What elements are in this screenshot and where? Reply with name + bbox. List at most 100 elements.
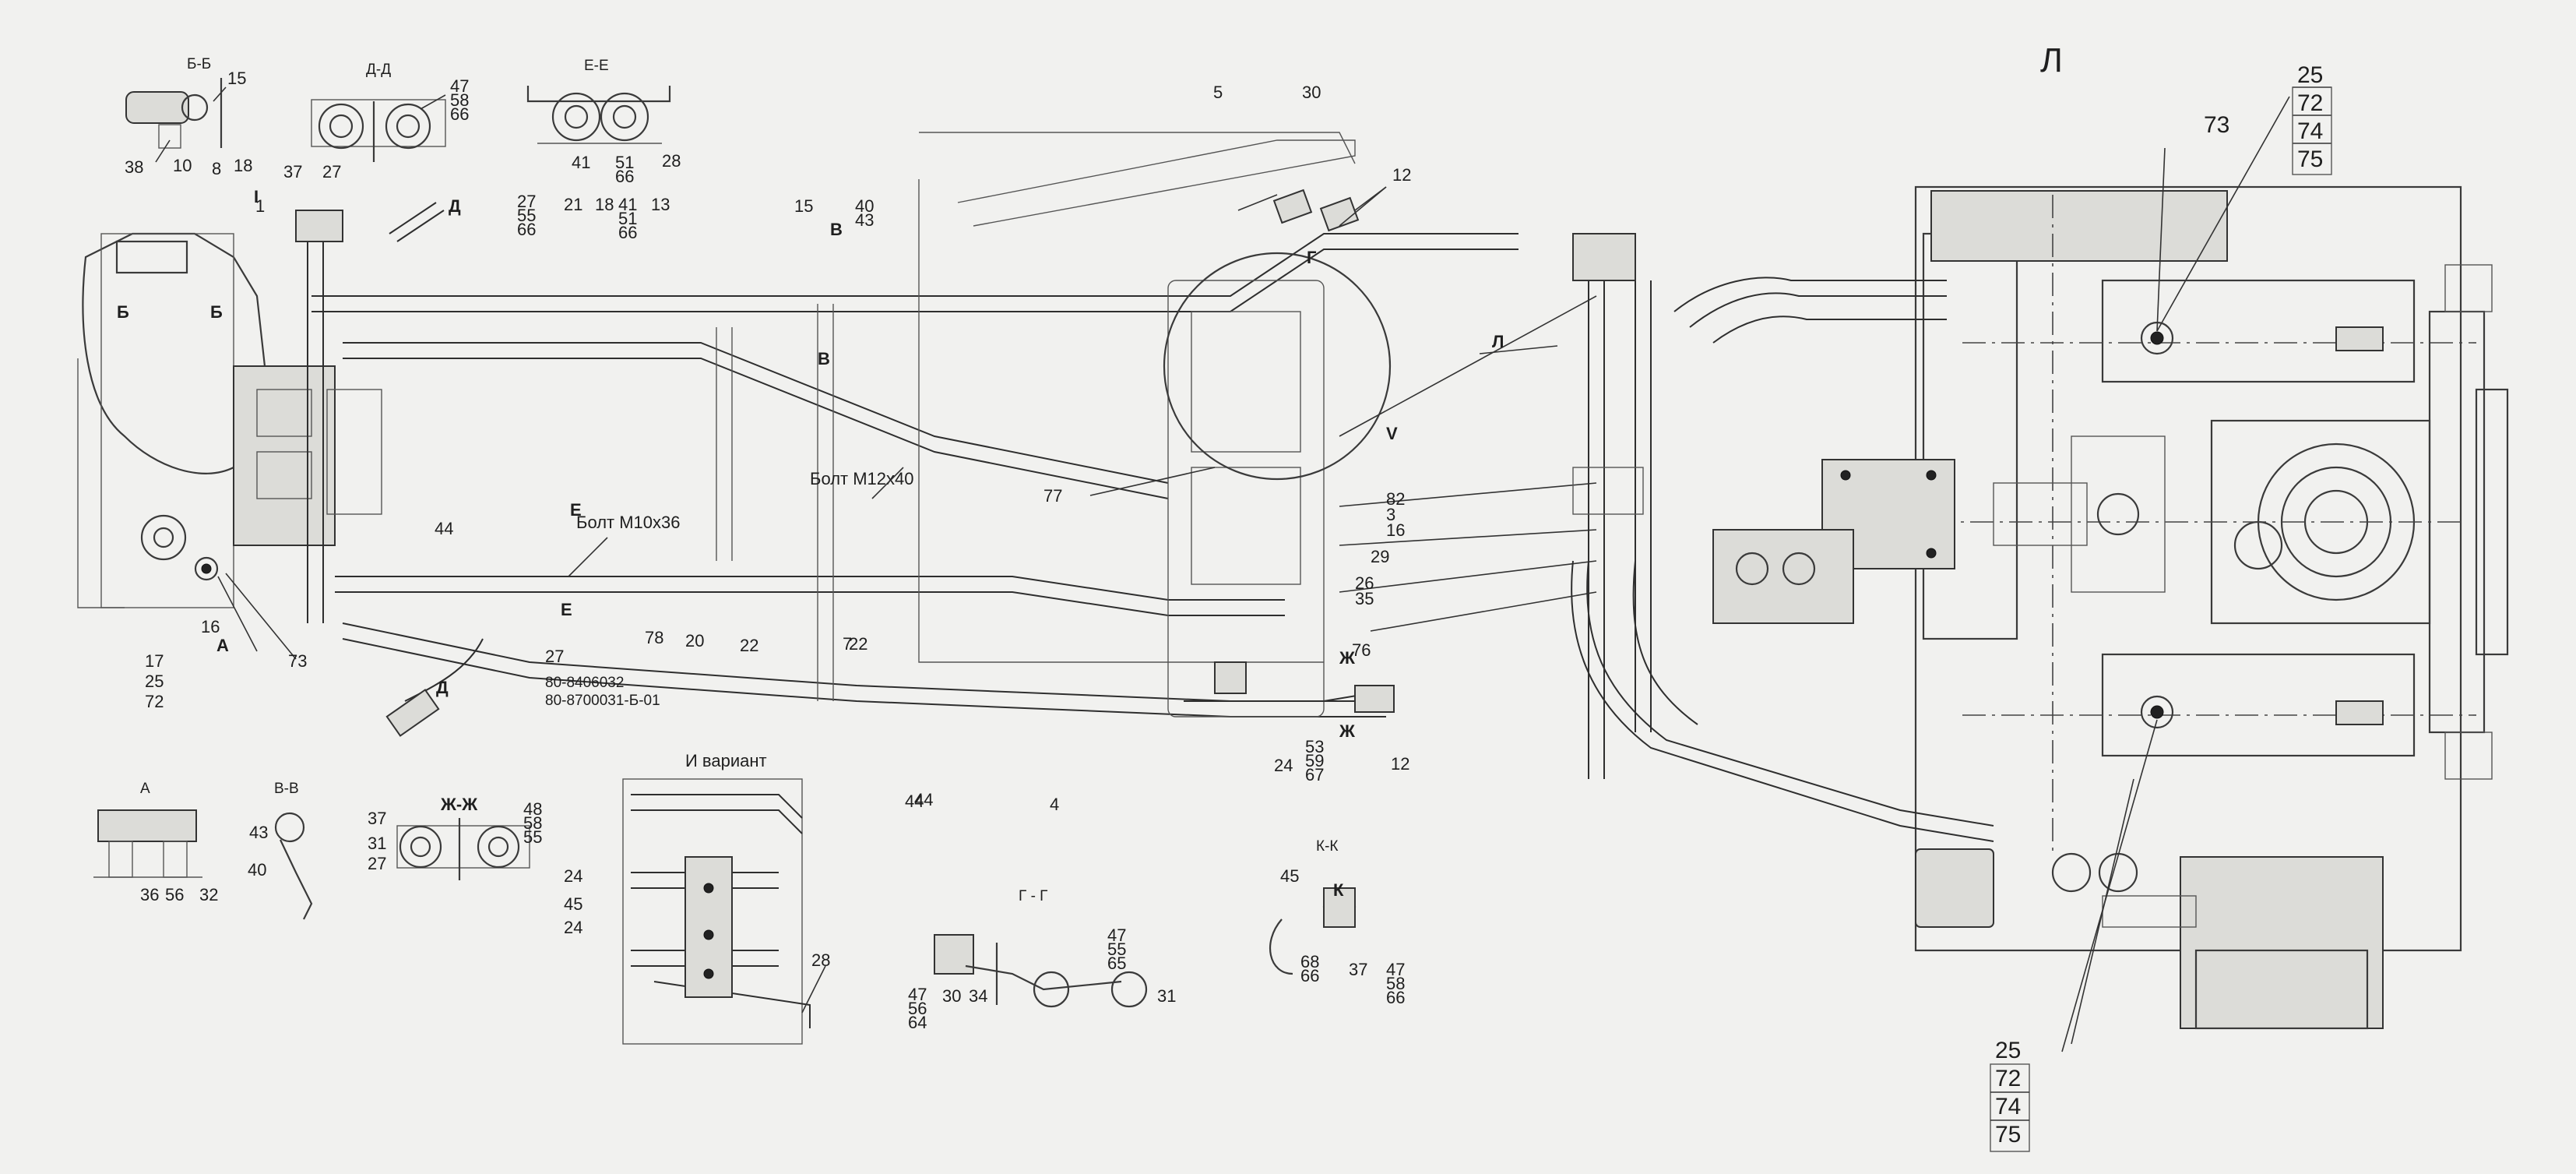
view-letter: V: [1386, 424, 1398, 443]
view-letter: Ж: [1339, 721, 1355, 741]
section-gg: Г - Г: [934, 888, 1148, 1008]
section-title-l: Л: [2040, 41, 2063, 79]
detail-circle: [1163, 252, 1392, 481]
part-label: 47: [908, 985, 927, 1004]
part-label: 82: [1386, 489, 1405, 509]
part-label: 35: [1355, 589, 1374, 608]
part-label: 40: [248, 860, 266, 880]
part-label: 32: [199, 885, 218, 904]
callout-top-right: 73 25 72 74 75: [2204, 62, 2332, 175]
part-label: 77: [1043, 486, 1062, 506]
part-label: 30: [942, 986, 961, 1006]
section-title-gg: Г - Г: [1019, 888, 1047, 904]
part-label: 58: [450, 90, 469, 110]
part-label: 31: [368, 834, 386, 853]
part-label: 56: [165, 885, 184, 904]
view-letter: Л: [1492, 332, 1504, 351]
section-title-a: А: [140, 781, 150, 797]
part-label: 20: [685, 631, 704, 650]
part-label: 56: [908, 999, 927, 1018]
view-letter: Е: [570, 500, 582, 520]
section-dd: Д-Д: [311, 62, 446, 162]
part-label: 55: [517, 206, 536, 225]
part-label: 13: [651, 195, 670, 214]
section-title-dd: Д-Д: [366, 62, 391, 78]
part-label: 53: [1305, 737, 1324, 756]
part-label: 31: [1157, 986, 1176, 1006]
part-label: 67: [1305, 765, 1324, 784]
section-bb: Б-Б: [125, 56, 227, 163]
part-label: 3: [1386, 505, 1395, 524]
part-label: 25: [145, 672, 164, 691]
part-label: 18: [234, 156, 252, 175]
part-label: 27: [322, 162, 341, 182]
part-label: 27: [517, 192, 536, 211]
part-label: 73: [288, 651, 307, 671]
view-letter: Д: [436, 678, 449, 697]
view-letter: Ж: [1339, 648, 1355, 668]
part-label: 18: [595, 195, 614, 214]
part-label: 24: [564, 918, 582, 937]
part-label: 28: [662, 151, 681, 171]
part-label: 65: [1107, 954, 1126, 973]
part-label: 66: [1300, 966, 1319, 985]
view-letter: Е: [561, 600, 572, 619]
part-label: 58: [1386, 974, 1405, 993]
part-label: 16: [1386, 520, 1405, 540]
part-label: 1: [255, 196, 265, 216]
callout-73: 73: [2204, 112, 2229, 138]
part-label: 66: [618, 223, 637, 242]
part-label: 12: [1391, 754, 1409, 774]
view-letter: А: [216, 636, 229, 655]
part-label: 28: [811, 950, 830, 970]
part-label: 58: [523, 813, 542, 833]
part-label: 38: [125, 157, 143, 177]
section-title-bb: Б-Б: [187, 56, 211, 72]
part-label: 43: [249, 823, 268, 842]
part-label: 34: [969, 986, 987, 1006]
part-label: 55: [1107, 940, 1126, 959]
part-label: 37: [283, 162, 302, 182]
part-label: 78: [645, 628, 663, 647]
part-label: 44: [905, 791, 924, 811]
part-label: 66: [1386, 988, 1405, 1007]
part-label: 29: [1371, 547, 1389, 566]
part-label: 45: [564, 894, 582, 914]
callout-bottom-0: 25: [1995, 1038, 2021, 1063]
part-label: 8: [212, 159, 221, 178]
section-title-kk: К-К: [1316, 838, 1338, 855]
part-label: 24: [1274, 756, 1293, 775]
part-label: 10: [173, 156, 192, 175]
part-label: 27: [368, 854, 386, 873]
left-plan-view: Болт М10х36 Болт М12х40 80-8406032 80-87…: [77, 132, 1597, 737]
callout-top-0: 25: [2297, 62, 2323, 88]
callout-bottom-1: 72: [1995, 1066, 2021, 1091]
bolt-annotation-1: Болт М10х36: [576, 513, 680, 532]
part-label: 37: [1349, 960, 1367, 979]
part-label: 66: [615, 167, 634, 186]
part-label: 51: [618, 209, 637, 228]
callout-top-2: 74: [2297, 118, 2323, 144]
part-label: 37: [368, 809, 386, 828]
part-label: 55: [523, 827, 542, 847]
section-a: А: [93, 781, 202, 878]
part-label: 16: [201, 617, 220, 636]
right-view-l: Л: [1479, 41, 2509, 1052]
part-label: 22: [740, 636, 758, 655]
part-label: 72: [145, 692, 164, 711]
view-letter: К: [1333, 880, 1344, 900]
part-label: 47: [450, 76, 469, 96]
section-kk: К-К: [1269, 838, 1357, 975]
part-label: 47: [1386, 960, 1405, 979]
section-title-vv: В-В: [274, 781, 299, 797]
callout-top-3: 75: [2297, 146, 2323, 172]
part-label: 4: [1050, 795, 1059, 814]
part-annotation-2: 80-8700031-Б-01: [545, 693, 660, 709]
part-label: 17: [145, 651, 164, 671]
part-label: 76: [1352, 640, 1371, 660]
part-label: 22: [849, 634, 867, 654]
part-label: 27: [545, 647, 564, 666]
callout-bottom-2: 74: [1995, 1094, 2021, 1119]
